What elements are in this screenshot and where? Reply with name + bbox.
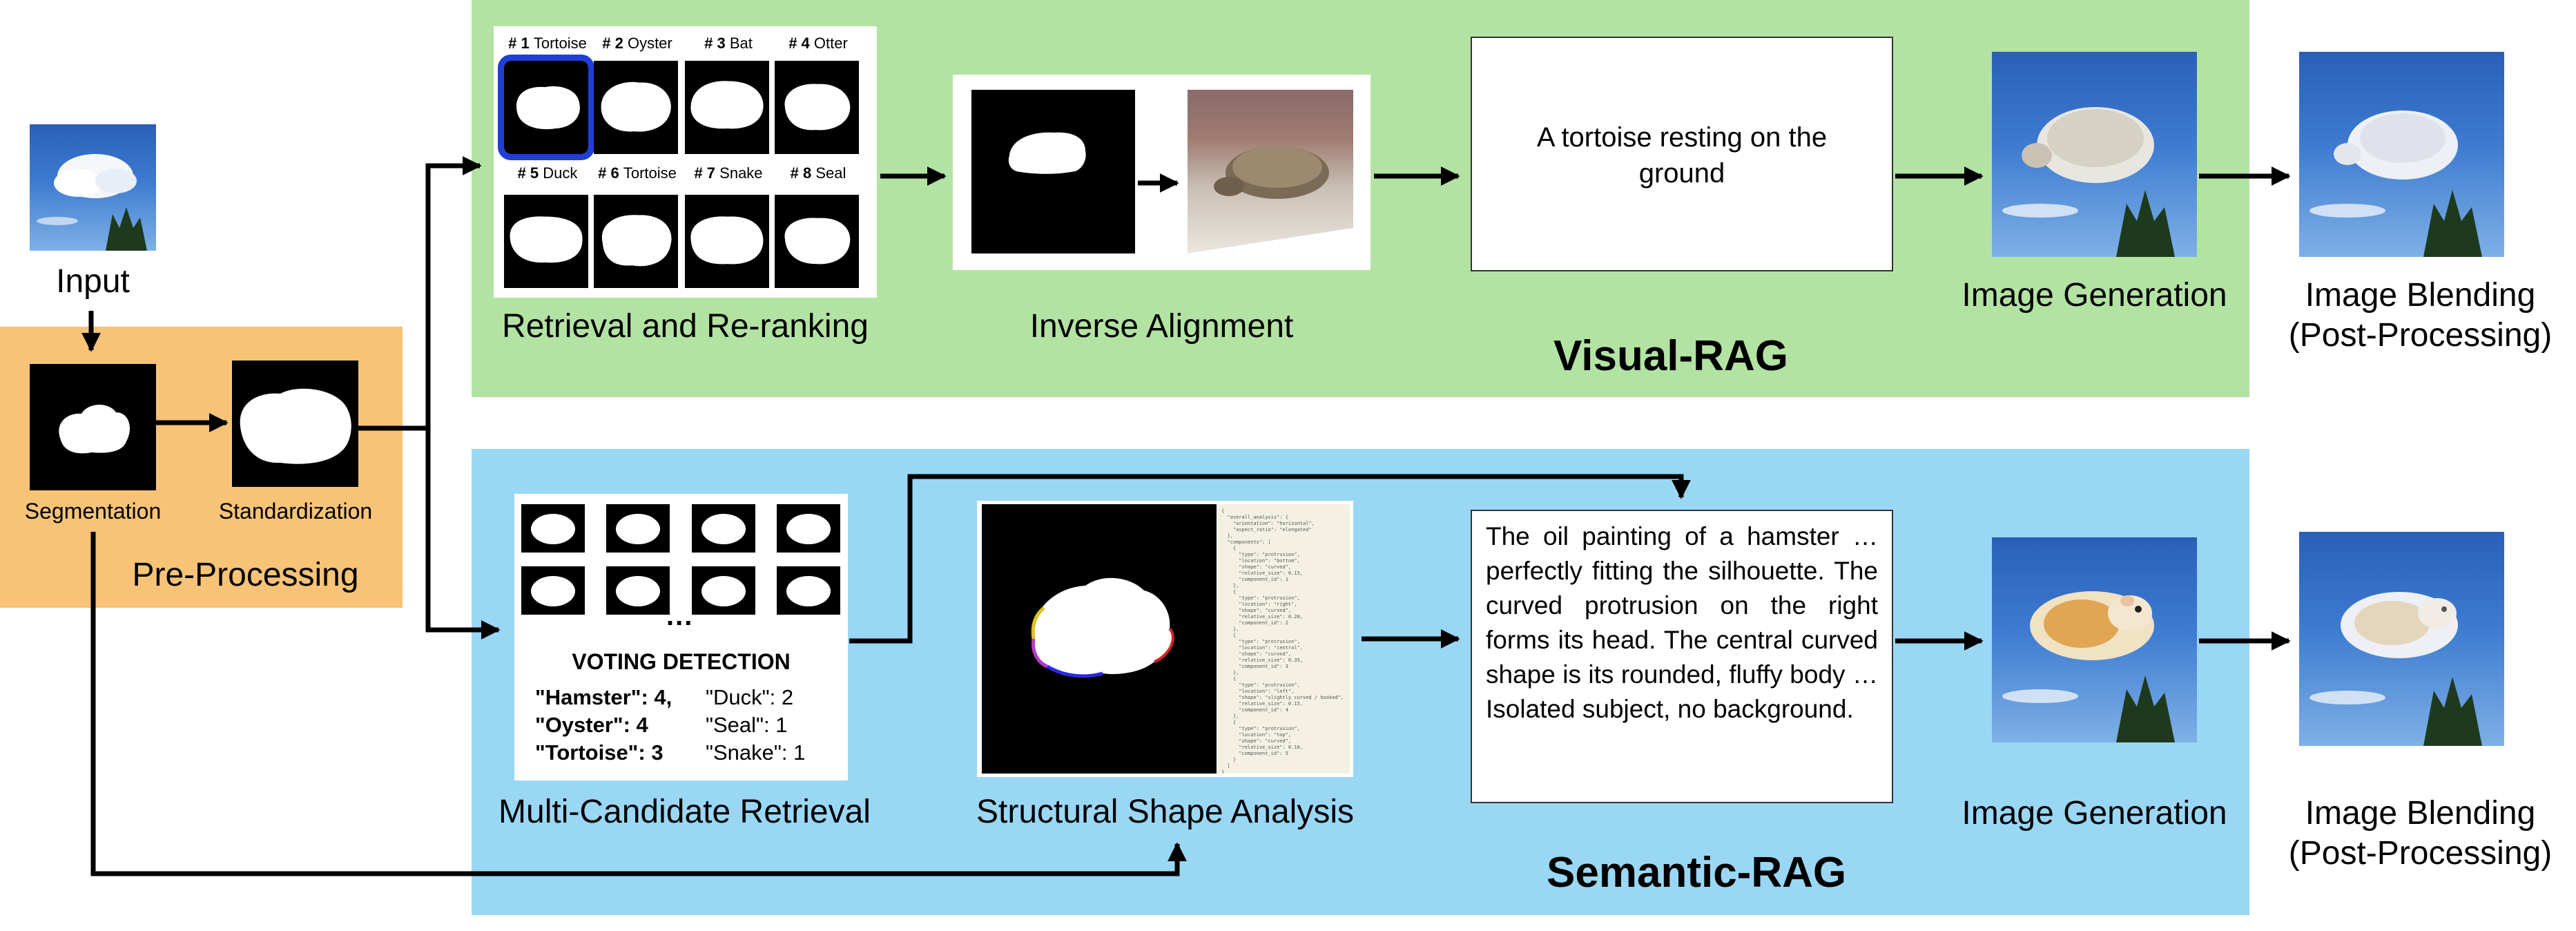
candidate-label: # 2 Oyster — [595, 35, 679, 52]
semantic-prompt: The oil painting of a hamster … perfectl… — [1486, 522, 1878, 723]
segmentation-mask — [30, 364, 156, 490]
aligned-mask — [971, 90, 1135, 253]
votes-left: "Hamster": 4, "Oyster": 4 "Tortoise": 3 — [535, 684, 672, 767]
candidate-label: # 3 Bat — [686, 35, 771, 52]
candidate-rank: # 1 — [508, 35, 534, 52]
shape-analysis-label: Structural Shape Analysis — [976, 794, 1354, 830]
voting-title: VOTING DETECTION — [572, 649, 791, 674]
vote-tortoise: "Tortoise": 3 — [535, 740, 664, 765]
arrow-to-visual-rag — [425, 156, 482, 428]
small-candidate-mask — [692, 504, 755, 553]
candidate-rank: # 6 — [598, 164, 623, 182]
arrow-segmentation-to-shape-analysis — [90, 532, 1187, 876]
votes-right: "Duck": 2 "Seal": 1 "Snake": 1 — [706, 684, 805, 767]
visual-blending-label-2: (Post-Processing) — [2288, 317, 2553, 354]
visual-caption: A tortoise resting on the ground — [1536, 122, 1828, 189]
vote-hamster: "Hamster": 4, — [535, 685, 672, 709]
small-candidate-mask — [777, 504, 840, 553]
candidate-mask — [498, 55, 594, 160]
visual-blended-image — [2299, 52, 2504, 257]
visual-generation-label: Image Generation — [1962, 277, 2227, 314]
candidate-label: # 5 Duck — [505, 164, 590, 182]
inverse-alignment-label: Inverse Alignment — [1029, 308, 1294, 345]
candidate-name: Snake — [719, 164, 763, 182]
semantic-prompt-box: The oil painting of a hamster … perfectl… — [1471, 510, 1893, 803]
candidate-mask — [775, 61, 859, 154]
candidate-name: Seal — [815, 164, 846, 182]
vote-snake: "Snake": 1 — [706, 740, 806, 765]
input-label: Input — [56, 263, 130, 300]
shape-json-preview: { "overall_analysis": { "orientation": "… — [1217, 504, 1350, 774]
tortoise-photo — [1188, 90, 1353, 253]
candidate-rank: # 3 — [704, 35, 730, 52]
candidate-rank: # 2 — [602, 35, 628, 52]
semantic-rag-title: Semantic-RAG — [1547, 849, 1847, 896]
candidate-rank: # 5 — [517, 164, 543, 182]
candidate-rank: # 7 — [694, 164, 720, 182]
candidate-rank: # 8 — [790, 164, 816, 182]
visual-rag-title: Visual-RAG — [1553, 332, 1788, 380]
candidate-label: # 4 Otter — [776, 35, 860, 52]
candidate-mask — [775, 195, 859, 288]
vote-duck: "Duck": 2 — [706, 685, 794, 709]
candidate-mask — [504, 195, 588, 288]
small-candidate-mask — [692, 566, 755, 615]
candidate-rank: # 4 — [788, 35, 814, 52]
candidate-mask — [685, 61, 769, 154]
shape-mask — [982, 504, 1217, 774]
retrieval-label: Retrieval and Re-ranking — [502, 308, 869, 345]
candidate-mask — [594, 61, 678, 154]
small-candidate-mask — [521, 566, 585, 615]
candidate-label: # 8 Seal — [776, 164, 860, 182]
semantic-blending-label-2: (Post-Processing) — [2288, 835, 2553, 872]
candidate-label: # 7 Snake — [686, 164, 771, 182]
input-image — [30, 124, 156, 251]
candidate-name: Duck — [543, 164, 578, 182]
semantic-blending-label-1: Image Blending — [2305, 795, 2536, 832]
candidate-name: Tortoise — [533, 35, 587, 52]
semantic-blended-image — [2299, 532, 2504, 746]
arrow-to-semantic-rag — [425, 428, 501, 640]
preprocessing-title: Pre-Processing — [132, 557, 359, 593]
candidate-label: # 6 Tortoise — [595, 164, 679, 182]
visual-generated-image — [1992, 52, 2197, 257]
visual-blending-label-1: Image Blending — [2305, 277, 2536, 314]
standardization-label: Standardization — [218, 499, 373, 524]
candidate-mask — [685, 195, 769, 288]
candidate-name: Otter — [813, 35, 848, 52]
candidate-label: # 1 Tortoise — [505, 35, 590, 52]
segmentation-label: Segmentation — [24, 499, 162, 524]
small-candidate-mask — [777, 566, 840, 615]
small-candidate-mask — [521, 504, 585, 553]
semantic-generated-image — [1992, 537, 2197, 742]
arrow-voting-to-prompt — [849, 474, 1691, 644]
small-candidate-mask — [606, 566, 670, 615]
voting-ellipsis: ... — [666, 601, 694, 631]
candidate-name: Oyster — [627, 35, 672, 52]
vote-oyster: "Oyster": 4 — [535, 713, 648, 737]
small-candidate-mask — [606, 504, 670, 553]
vote-seal: "Seal": 1 — [706, 713, 788, 737]
standardization-mask — [232, 361, 358, 487]
multi-candidate-label: Multi-Candidate Retrieval — [498, 794, 871, 830]
visual-caption-box: A tortoise resting on the ground — [1471, 37, 1893, 271]
candidate-name: Bat — [729, 35, 753, 52]
semantic-generation-label: Image Generation — [1962, 795, 2227, 832]
candidate-mask — [594, 195, 678, 288]
candidate-name: Tortoise — [623, 164, 677, 182]
